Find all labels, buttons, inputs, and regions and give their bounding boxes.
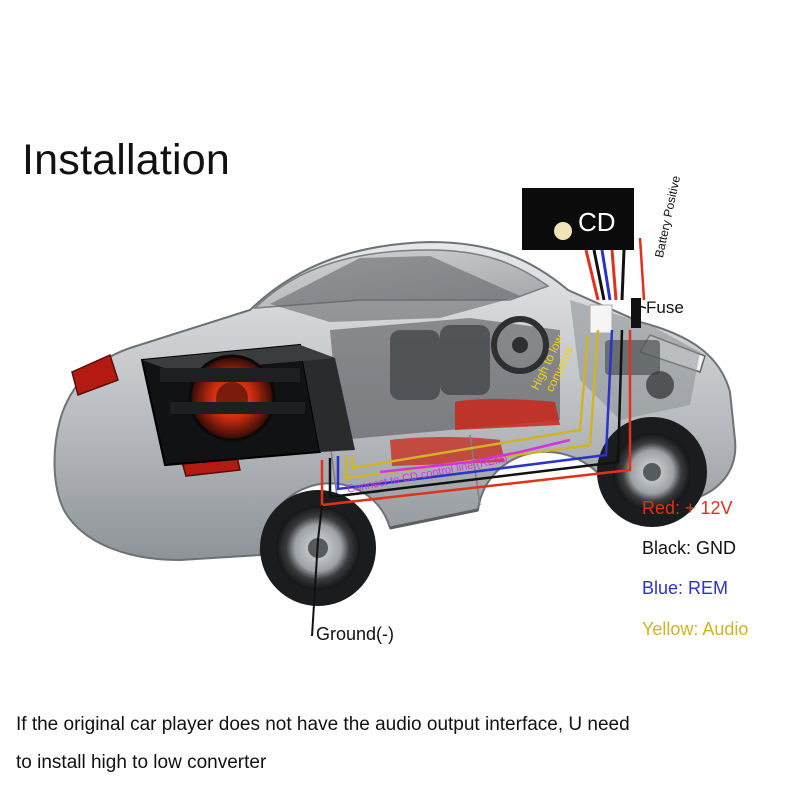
page-title: Installation — [22, 136, 230, 184]
cd-wires — [584, 237, 646, 301]
legend-blue: Blue: REM — [642, 578, 729, 598]
cd-unit — [522, 188, 634, 250]
legend-red: Red: + 12V — [642, 498, 733, 518]
cd-label: CD — [578, 207, 616, 237]
note-line-1: If the original car player does not have… — [16, 714, 630, 735]
fuse-label: Fuse — [646, 298, 684, 317]
legend-yellow: Yellow: Audio — [642, 619, 749, 639]
car-body — [53, 240, 737, 562]
high-low-converter — [589, 304, 613, 334]
wire-harness — [311, 329, 632, 637]
ground-label: Ground(-) — [316, 624, 395, 644]
legend-black: Black: GND — [642, 538, 737, 558]
subwoofer-box — [140, 343, 355, 467]
note-line-2: to install high to low converter — [16, 752, 267, 773]
fuse — [631, 298, 647, 328]
front-wheel — [597, 417, 707, 527]
